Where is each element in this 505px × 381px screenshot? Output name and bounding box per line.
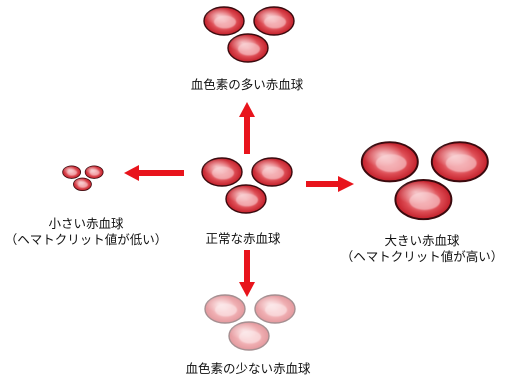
arrow-left	[124, 165, 184, 181]
red-blood-cell	[62, 165, 82, 179]
red-blood-cell	[84, 165, 104, 179]
red-blood-cell	[204, 294, 246, 324]
red-blood-cell	[251, 157, 293, 187]
cell-group-small	[62, 165, 104, 192]
red-blood-cell	[253, 6, 295, 36]
label-small-line1: 小さい赤血球	[48, 216, 124, 231]
cell-group-large	[360, 141, 489, 221]
arrow-right	[306, 176, 354, 192]
red-blood-cell	[73, 177, 92, 192]
red-blood-cell	[203, 6, 245, 36]
label-high-hemoglobin: 血色素の多い赤血球	[190, 77, 304, 92]
red-blood-cell	[227, 33, 269, 63]
red-blood-cell	[225, 184, 267, 214]
label-small: 小さい赤血球 （ヘマトクリット値が低い）	[5, 216, 168, 248]
red-blood-cell	[430, 141, 489, 183]
label-small-line2: （ヘマトクリット値が低い）	[4, 232, 168, 247]
red-blood-cell	[394, 179, 453, 221]
label-normal: 正常な赤血球	[205, 231, 281, 246]
cell-group-high-hemoglobin	[203, 6, 295, 63]
arrow-up	[239, 102, 255, 154]
label-large: 大きい赤血球 （ヘマトクリット値が高い）	[341, 233, 504, 265]
red-blood-cell	[360, 141, 419, 183]
red-blood-cell	[254, 294, 296, 324]
arrow-down	[239, 250, 255, 297]
red-blood-cell	[201, 157, 243, 187]
label-large-line2: （ヘマトクリット値が高い）	[340, 249, 504, 264]
cell-group-low-hemoglobin	[204, 294, 296, 351]
label-large-line1: 大きい赤血球	[384, 233, 460, 248]
cell-group-normal	[201, 157, 293, 214]
label-low-hemoglobin: 血色素の少ない赤血球	[185, 361, 311, 376]
red-blood-cell	[228, 321, 270, 351]
